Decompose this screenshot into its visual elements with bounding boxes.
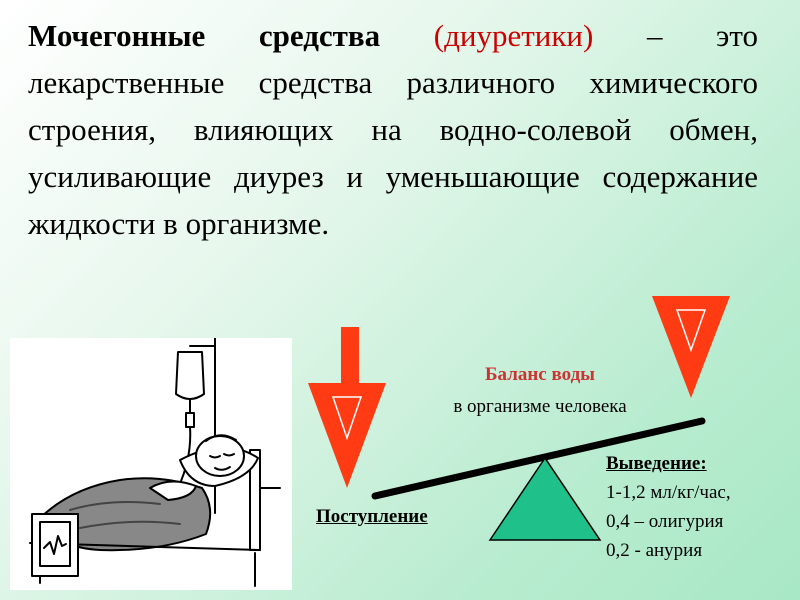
down-arrow-icon — [308, 327, 386, 488]
patient-in-bed-icon — [29, 337, 281, 587]
definition-text: Мочегонные средства (диуретики) – это ле… — [28, 12, 758, 247]
output-line-3: 0,2 - анурия — [606, 540, 703, 561]
down-triangle-icon — [652, 296, 730, 398]
patient-illustration — [10, 337, 292, 590]
balance-subtitle: в организме человека — [453, 396, 627, 417]
term: Мочегонные средства — [28, 18, 381, 53]
output-block: Выведение: 1-1,2 мл/кг/час, 0,4 – олигур… — [606, 449, 796, 565]
definition: – это лекарственные средства различного … — [28, 18, 758, 241]
balance-title: Баланс воды — [484, 364, 596, 385]
balance-beam — [371, 417, 706, 500]
output-heading: Выведение: — [606, 453, 707, 474]
output-line-2: 0,4 – олигурия — [606, 511, 724, 532]
term-alt: (диуретики) — [433, 18, 594, 53]
intake-label: Поступление — [316, 506, 428, 527]
triangle-fulcrum-icon — [488, 456, 602, 541]
output-line-1: 1-1,2 мл/кг/час, — [606, 482, 731, 503]
